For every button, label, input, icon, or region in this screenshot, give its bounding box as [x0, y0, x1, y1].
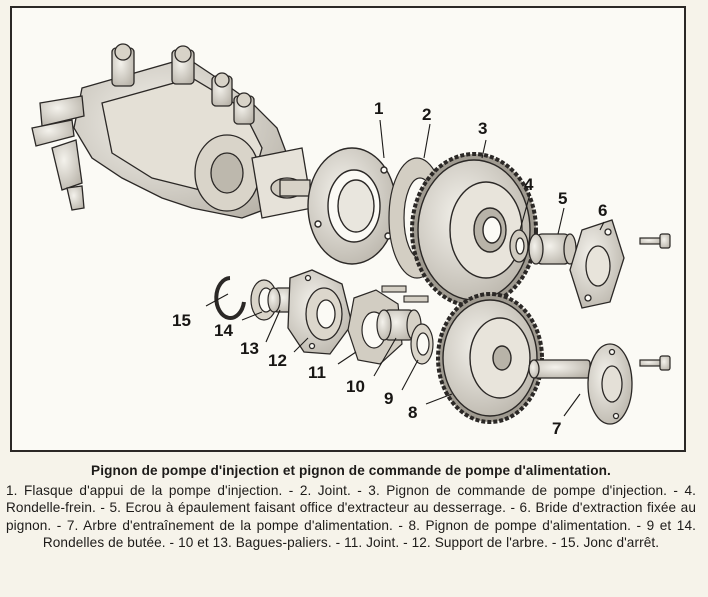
- label-part-8: 8: [408, 403, 417, 422]
- part-12-shaft-support: [287, 269, 353, 355]
- label-part-12: 12: [268, 351, 287, 370]
- part-7-drive-shaft: [528, 343, 633, 425]
- label-part-15: 15: [172, 311, 191, 330]
- label-part-10: 10: [346, 377, 365, 396]
- label-part-7: 7: [552, 419, 561, 438]
- label-part-14: 14: [214, 321, 233, 340]
- injection-pump-body: [31, 43, 313, 219]
- part-4-lock-washer: [509, 229, 529, 263]
- part-5-shouldered-nut: [528, 233, 577, 265]
- label-part-13: 13: [240, 339, 259, 358]
- part-1-flange: [307, 147, 397, 265]
- part-number-labels: 1 2 3 4 5 6 7 8 9 10 11 12 13 14 15: [172, 99, 607, 438]
- part-8-feed-pump-gear: [436, 292, 544, 424]
- label-part-9: 9: [384, 389, 393, 408]
- leader-lines: [205, 119, 605, 417]
- exploded-diagram-frame: 1 2 3 4 5 6 7 8 9 10 11 12 13 14 15: [10, 6, 686, 452]
- part-15-circlip: [214, 276, 246, 320]
- label-part-1: 1: [374, 99, 383, 118]
- caption-title: Pignon de pompe d'injection et pignon de…: [91, 463, 611, 478]
- label-part-11: 11: [308, 363, 326, 382]
- caption-legend: 1. Flasque d'appui de la pompe d'injecti…: [6, 482, 696, 551]
- label-part-6: 6: [598, 201, 607, 220]
- label-part-2: 2: [422, 105, 431, 124]
- bolt-upper: [639, 233, 671, 249]
- stud-bolts: [381, 285, 429, 303]
- label-part-5: 5: [558, 189, 567, 208]
- figure-caption: Pignon de pompe d'injection et pignon de…: [6, 462, 696, 552]
- part-9-thrust-washer: [410, 323, 434, 365]
- label-part-3: 3: [478, 119, 487, 138]
- bolt-lower: [639, 355, 671, 371]
- label-part-4: 4: [524, 175, 534, 194]
- exploded-diagram: 1 2 3 4 5 6 7 8 9 10 11 12 13 14 15: [31, 43, 671, 438]
- part-6-extraction-flange: [569, 219, 625, 309]
